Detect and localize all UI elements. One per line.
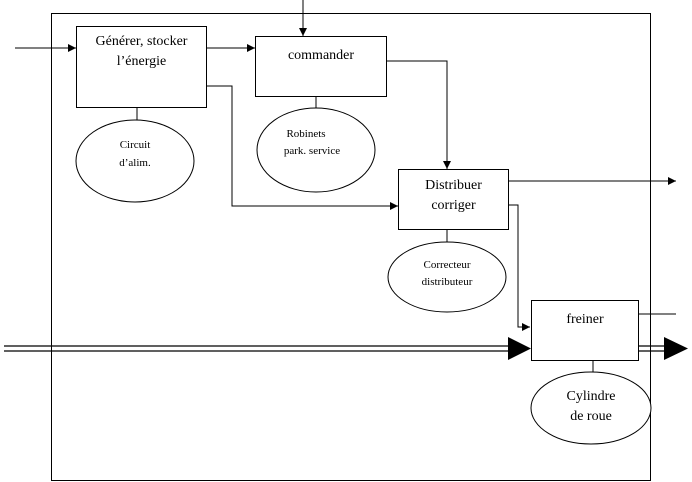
support-label-circuit-line1: Circuit: [120, 139, 151, 151]
support-ellipse-robinets: [256, 107, 376, 193]
arrow-commander-to-distribuer: [387, 60, 451, 169]
support-circuit: Circuit d’alim.: [75, 119, 195, 203]
function-box-generer: [76, 26, 207, 108]
function-label-distribuer-line2: corriger: [431, 198, 476, 213]
function-label-commander: commander: [288, 48, 354, 63]
function-label-distribuer-line1: Distribuer: [425, 178, 482, 193]
support-label-cylindre-line2: de roue: [570, 409, 612, 424]
function-commander: commander: [255, 36, 387, 97]
support-correcteur: Correcteur distributeur: [387, 241, 507, 313]
support-ellipse-circuit: [75, 119, 195, 203]
arrow-generer-to-distribuer: [207, 85, 398, 210]
support-label-correcteur-line2: distributeur: [422, 276, 473, 288]
support-ellipse-correcteur: [387, 241, 507, 313]
main-flow-arrowhead-out: [664, 337, 688, 360]
support-robinets: Robinets park. service: [256, 107, 376, 193]
function-freiner: freiner: [531, 300, 639, 361]
system-boundary: [51, 13, 651, 481]
support-cylindre: Cylindre de roue: [530, 371, 652, 445]
support-label-circuit-line2: d’alim.: [119, 157, 151, 169]
function-box-freiner: [531, 300, 639, 361]
support-label-cylindre-line1: Cylindre: [567, 389, 616, 404]
function-generer: Générer, stocker l’énergie: [76, 26, 207, 108]
support-label-robinets-line2: park. service: [284, 145, 340, 157]
function-label-generer-line2: l’énergie: [117, 54, 167, 69]
support-label-robinets-line1: Robinets: [286, 128, 325, 140]
arrow-distribuer-to-freiner: [509, 204, 530, 331]
function-label-generer-line1: Générer, stocker: [96, 34, 188, 49]
function-box-commander: [255, 36, 387, 97]
function-distribuer: Distribuer corriger: [398, 169, 509, 230]
main-flow-arrowhead-in: [508, 337, 531, 360]
function-label-freiner: freiner: [566, 312, 604, 327]
support-label-correcteur-line1: Correcteur: [423, 259, 470, 271]
support-ellipse-cylindre: [530, 371, 652, 445]
function-box-distribuer: [398, 169, 509, 230]
